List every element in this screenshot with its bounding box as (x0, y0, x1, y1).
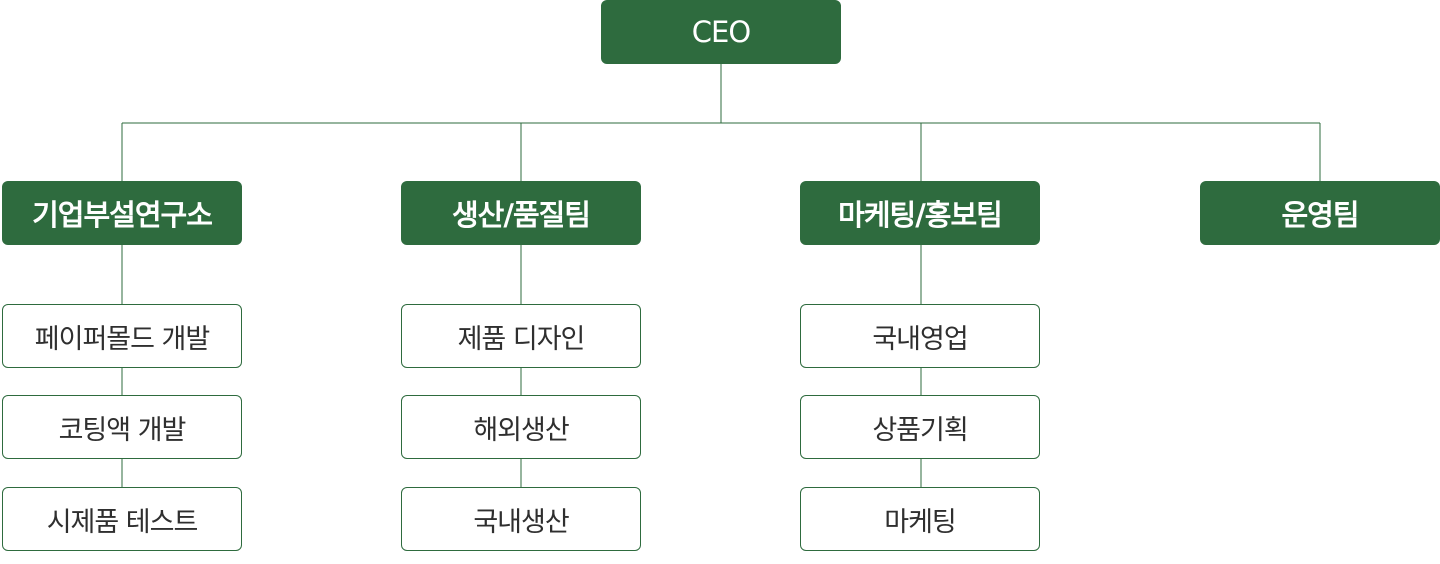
team-label: 국내영업 (872, 323, 968, 355)
dept-node-production-quality: 생산/품질팀 (401, 181, 641, 245)
team-node: 마케팅 (800, 487, 1040, 551)
team-label: 마케팅 (884, 506, 957, 538)
team-node: 상품기획 (800, 395, 1040, 459)
team-label: 코팅액 개발 (58, 414, 187, 446)
team-label: 상품기획 (872, 414, 968, 446)
ceo-label: CEO (691, 15, 751, 49)
dept-node-research-institute: 기업부설연구소 (2, 181, 242, 245)
team-node: 제품 디자인 (401, 304, 641, 368)
ceo-node: CEO (601, 0, 841, 64)
team-label: 페이퍼몰드 개발 (34, 323, 210, 355)
team-node: 해외생산 (401, 395, 641, 459)
dept-label: 생산/품질팀 (452, 198, 591, 232)
team-label: 시제품 테스트 (46, 506, 199, 538)
team-label: 국내생산 (473, 506, 569, 538)
dept-node-operations: 운영팀 (1200, 181, 1440, 245)
dept-label: 운영팀 (1281, 198, 1359, 232)
team-node: 코팅액 개발 (2, 395, 242, 459)
dept-label: 마케팅/홍보팀 (838, 198, 1003, 232)
dept-node-marketing-pr: 마케팅/홍보팀 (800, 181, 1040, 245)
team-label: 제품 디자인 (457, 323, 586, 355)
team-node: 국내영업 (800, 304, 1040, 368)
team-node: 페이퍼몰드 개발 (2, 304, 242, 368)
dept-label: 기업부설연구소 (32, 198, 213, 232)
team-label: 해외생산 (473, 414, 569, 446)
team-node: 국내생산 (401, 487, 641, 551)
team-node: 시제품 테스트 (2, 487, 242, 551)
